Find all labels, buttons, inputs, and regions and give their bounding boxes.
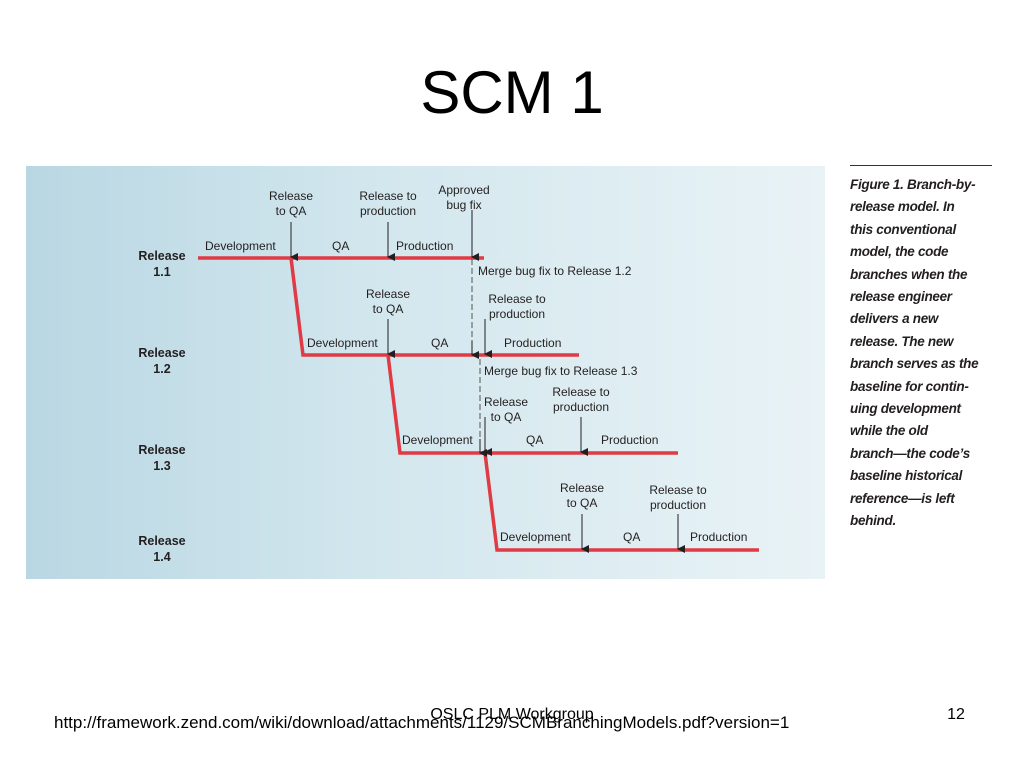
page-number: 12 xyxy=(947,706,965,723)
phase-development-1-2: Development xyxy=(307,336,378,350)
phase-qa-1-3: QA xyxy=(526,433,543,447)
phase-labels: Development QA Production Development QA… xyxy=(205,239,747,544)
phase-development-1-4: Development xyxy=(500,530,571,544)
source-url: http://framework.zend.com/wiki/download/… xyxy=(54,713,790,732)
caption-line: baseline for contin- xyxy=(850,378,969,394)
merge-label-to-1-3: Merge bug fix to Release 1.3 xyxy=(484,364,638,378)
caption-line: while the old xyxy=(850,423,928,439)
phase-qa-1-2: QA xyxy=(431,336,448,350)
caption-line: branch—the code’s xyxy=(850,445,970,461)
caption-line: baseline historical xyxy=(850,468,963,484)
caption-line: release model. In xyxy=(850,199,955,215)
caption-text: Figure 1. Branch-by- release model. In t… xyxy=(850,174,992,533)
caption-line: branch serves as the xyxy=(850,356,979,372)
slide-title: SCM 1 xyxy=(420,59,604,126)
phase-production-1-3: Production xyxy=(601,433,658,447)
phase-development-1-1: Development xyxy=(205,239,276,253)
branch-line-1-4 xyxy=(483,452,759,552)
caption-line: uing development xyxy=(850,401,961,417)
phase-production-1-4: Production xyxy=(690,530,747,544)
caption-line: this conventional xyxy=(850,221,956,237)
caption-line: behind. xyxy=(850,513,896,529)
caption-line: model, the code xyxy=(850,244,949,260)
caption-line: branches when the xyxy=(850,266,968,282)
phase-qa-1-4: QA xyxy=(623,530,640,544)
caption-line: delivers a new xyxy=(850,311,939,327)
phase-production-1-1: Production xyxy=(396,239,453,253)
phase-qa-1-1: QA xyxy=(332,239,349,253)
phase-production-1-2: Production xyxy=(504,336,561,350)
caption-line: Figure 1. Branch-by- xyxy=(850,177,976,192)
caption-rule xyxy=(850,165,992,166)
caption-line: release. The new xyxy=(850,333,954,349)
caption-line: reference—is left xyxy=(850,490,955,506)
merge-label-to-1-2: Merge bug fix to Release 1.2 xyxy=(478,264,632,278)
event-arrows xyxy=(290,210,685,553)
caption-line: release engineer xyxy=(850,289,952,305)
footer-workgroup: OSLC PLM Workgroup xyxy=(430,706,594,723)
phase-development-1-3: Development xyxy=(402,433,473,447)
merge-lines xyxy=(471,259,481,445)
figure-caption: Figure 1. Branch-by- release model. In t… xyxy=(850,165,992,533)
